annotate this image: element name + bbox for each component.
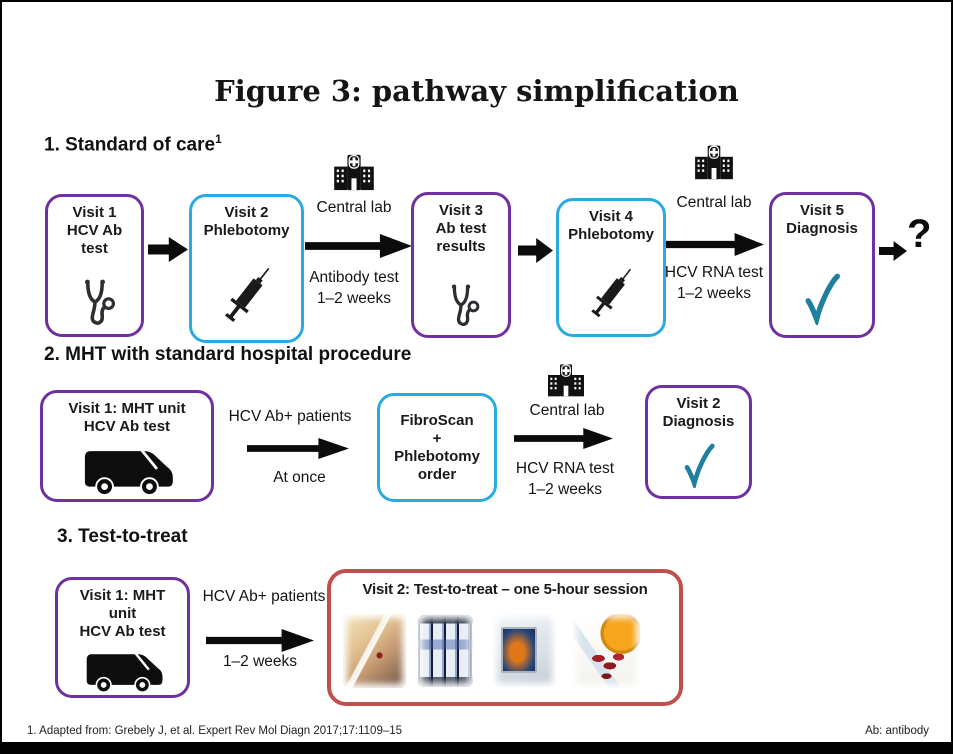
central-lab-label: Central lab	[676, 194, 752, 211]
visit-5-box: Visit 5 Diagnosis	[769, 192, 875, 338]
arrow-caption: HCV RNA test 1–2 weeks	[664, 264, 764, 302]
syringe-icon	[218, 258, 276, 334]
ttt-visit-1-box: Visit 1: MHT unit HCV Ab test	[55, 577, 190, 698]
van-icon	[82, 643, 164, 693]
pathway-1-heading: 1. Standard of care1	[44, 133, 222, 156]
fingerstick-blood-test-photo	[343, 614, 406, 688]
arrow-caption: Antibody test 1–2 weeks	[309, 269, 399, 307]
visit-3-label: Visit 3 Ab test results	[435, 202, 487, 255]
visit-1-box: Visit 1 HCV Ab test	[45, 194, 144, 337]
arrow-caption-bottom: At once	[273, 469, 326, 486]
mht-visit-2-box: Visit 2 Diagnosis	[645, 385, 752, 499]
hospital-icon	[693, 139, 735, 183]
footnote-reference: 1. Adapted from: Grebely J, et al. Exper…	[27, 725, 403, 737]
arrow-caption-top: HCV Ab+ patients	[228, 408, 352, 425]
test-cartridges-photo	[418, 615, 473, 687]
arrow-caption: HCV RNA test 1–2 weeks	[515, 460, 615, 498]
visit-1-label: Visit 1 HCV Ab test	[66, 204, 123, 257]
arrow-right	[206, 629, 314, 652]
mht-visit-2-label: Visit 2 Diagnosis	[662, 395, 735, 430]
arrow-right	[247, 438, 349, 459]
checkmark-icon	[799, 269, 845, 329]
visit-5-label: Visit 5 Diagnosis	[786, 202, 858, 237]
fibroscan-order-box: FibroScan + Phlebotomy order	[377, 393, 497, 502]
stethoscope-icon	[71, 276, 119, 328]
mht-visit-1-label: Visit 1: MHT unit HCV Ab test	[68, 400, 186, 435]
arrow-caption-top: HCV Ab+ patients	[202, 588, 326, 605]
visit-2-label: Visit 2 Phlebotomy	[203, 204, 290, 239]
ttt-visit-1-label: Visit 1: MHT unit HCV Ab test	[79, 587, 166, 640]
pathway-1-heading-text: 1. Standard of care	[44, 134, 216, 156]
ttt-visit-2-title: Visit 2: Test-to-treat – one 5-hour sess…	[362, 581, 648, 598]
pathway-2-heading: 2. MHT with standard hospital procedure	[44, 344, 412, 365]
arrow-right	[666, 233, 764, 256]
arrow-right	[518, 238, 553, 263]
fibroscan-screen	[500, 627, 538, 674]
arrow-right	[305, 234, 412, 258]
hospital-icon	[546, 358, 586, 400]
fibroscan-order-label: FibroScan + Phlebotomy order	[394, 411, 480, 483]
pathway-1-heading-footnote: 1	[215, 133, 222, 146]
mht-visit-1-box: Visit 1: MHT unit HCV Ab test	[40, 390, 214, 502]
visit-2-box: Visit 2 Phlebotomy	[189, 194, 304, 343]
arrow-right	[148, 237, 188, 262]
medication-photo	[573, 614, 640, 688]
visit-4-box: Visit 4 Phlebotomy	[556, 198, 666, 337]
arrow-right	[879, 241, 907, 261]
arrow-right	[514, 428, 613, 449]
arrow-caption-bottom: 1–2 weeks	[222, 653, 298, 670]
stethoscope-icon	[439, 281, 483, 329]
van-icon	[79, 438, 175, 496]
question-mark: ?	[907, 212, 932, 256]
central-lab-label: Central lab	[529, 402, 605, 419]
hospital-icon	[332, 148, 376, 194]
figure-title: Figure 3: pathway simplification	[214, 74, 739, 108]
pathway-3-heading: 3. Test-to-treat	[57, 526, 188, 547]
abbreviation-note: Ab: antibody	[865, 725, 929, 737]
central-lab-label: Central lab	[316, 199, 392, 216]
visit-3-box: Visit 3 Ab test results	[411, 192, 511, 338]
checkmark-icon	[679, 440, 719, 492]
visit-4-label: Visit 4 Phlebotomy	[568, 208, 654, 243]
fibroscan-device-photo	[493, 614, 556, 687]
syringe-icon	[585, 260, 637, 328]
